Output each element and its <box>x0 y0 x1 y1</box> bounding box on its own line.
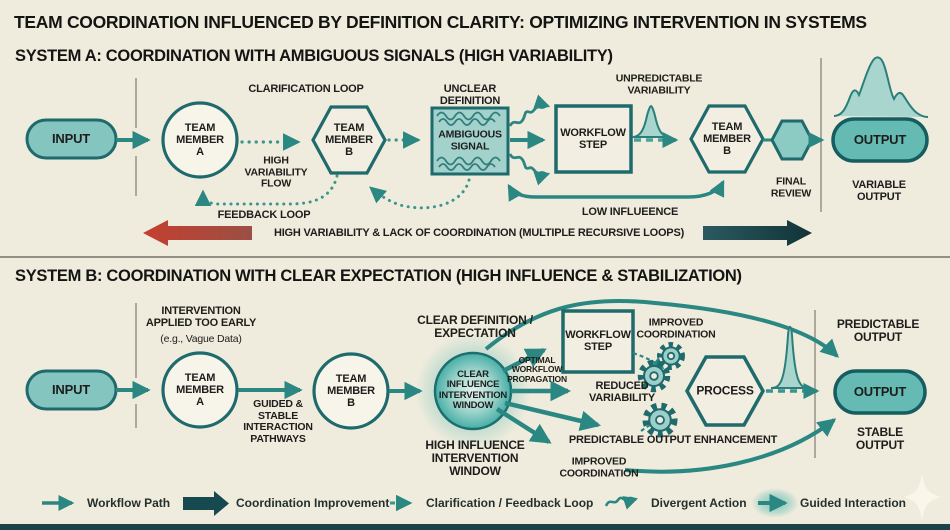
intervention-window-label: CLEAR INFLUENCE INTERVENTION WINDOW <box>438 369 508 412</box>
legend-coordination-improvement: Coordination Improvement <box>236 496 390 510</box>
optimal-propagation-arrow <box>501 347 547 374</box>
high-influence-label: HIGH INFLUENCE INTERVENTION WINDOW <box>425 438 525 479</box>
legend-divergent-action: Divergent Action <box>651 496 747 510</box>
intervention-early-note: (e.g., Vague Data) <box>160 333 242 346</box>
legend-clarification-feedback: Clarification / Feedback Loop <box>426 496 594 510</box>
feedback-loop-dotted-arc2 <box>369 178 471 210</box>
team-member-b2-label: TEAM MEMBER B <box>703 120 751 158</box>
process-label: PROCESS <box>696 383 754 398</box>
gear-icon <box>637 359 671 393</box>
unpredictable-variability-label: UNPREDICTABLE VARIABILITY <box>615 72 703 96</box>
output-node-b-shape <box>833 369 927 415</box>
input-node-a-label: INPUT <box>51 130 91 146</box>
final-review-label: FINAL REVIEW <box>770 175 812 199</box>
sparkle-decoration <box>904 474 941 520</box>
stable-output-label: STABLE OUTPUT <box>855 424 905 452</box>
divergent-wavy-arrow-down <box>508 153 551 186</box>
coordination-improvement-arrow-icon <box>183 491 229 516</box>
coordination-right-arrow <box>703 220 812 246</box>
team-member-a-shape <box>161 101 239 179</box>
improved-coordination-bottom-label: IMPROVED COORDINATION <box>559 455 639 479</box>
low-influence-label: LOW INFLUEENCE <box>581 205 679 218</box>
predictable-enhancement-label: PREDICTABLE OUTPUT ENHANCEMENT <box>568 433 778 446</box>
output-node-a-label: OUTPUT <box>853 131 907 147</box>
legend-graphics <box>42 488 799 518</box>
team-member-b-shape <box>311 105 387 175</box>
ambiguous-signal-label: AMBIGUOUS SIGNAL <box>438 128 502 152</box>
feedback-loop-label: FEEDBACK LOOP <box>217 208 311 221</box>
clear-definition-label: CLEAR DEFINITION / EXPECTATION <box>417 312 533 340</box>
team-member-a-b-label: TEAM MEMBER A <box>176 371 224 409</box>
team-member-b-b-label: TEAM MEMBER B <box>327 372 375 410</box>
clarification-loop-label: CLARIFICATION LOOP <box>248 82 364 95</box>
unclear-definition-label: UNCLEAR DEFINITION <box>439 82 501 107</box>
high-variability-banner-label: HIGH VARIABILITY & LACK OF COORDINATION … <box>273 226 685 239</box>
divergent-wavy-arrow-up <box>508 94 551 127</box>
system-a-graphics <box>25 56 929 246</box>
improved-coordination-top-label: IMPROVED COORDINATION <box>636 316 716 340</box>
ambiguous-signal-shape <box>430 106 510 176</box>
workflow-step-a-label: WORKFLOW STEP <box>560 126 626 151</box>
system-b-graphics <box>25 298 927 474</box>
bottom-curve-to-output <box>624 418 837 474</box>
bottom-border-strip <box>0 524 950 530</box>
reduced-variability-label: REDUCED VARIABILITY <box>588 379 656 404</box>
final-review-shape <box>770 119 814 161</box>
workflow-step-b-shape <box>561 309 635 374</box>
low-influence-arrow <box>507 179 725 202</box>
top-curve-to-output <box>484 298 839 358</box>
intervention-early-label: INTERVENTION APPLIED TOO EARLY <box>145 304 257 329</box>
legend-workflow-path: Workflow Path <box>87 496 171 510</box>
team-member-b-b-shape <box>312 352 390 430</box>
variability-bell-curve <box>631 104 671 138</box>
page-title: TEAM COORDINATION INFLUENCED BY DEFINITI… <box>14 12 867 32</box>
team-member-a-b-shape <box>161 351 239 429</box>
high-variability-left-arrow <box>143 220 252 246</box>
gear-icon <box>642 402 678 438</box>
input-node-b-label: INPUT <box>51 381 91 397</box>
variable-output-label: VARIABLE OUTPUT <box>852 178 906 203</box>
output-node-b-label: OUTPUT <box>853 383 907 399</box>
divergent-action-wavy-arrow-icon <box>604 496 639 510</box>
guided-pathways-label: GUIDED & STABLE INTERACTION PATHWAYS <box>243 397 313 445</box>
high-variability-flow-label: HIGH VARIABILITY FLOW <box>244 154 308 190</box>
workflow-step-a-shape <box>554 104 633 174</box>
workflow-step-b-label: WORKFLOW STEP <box>565 328 631 353</box>
predictable-output-label: PREDICTABLE OUTPUT <box>836 316 920 344</box>
system-b-heading: SYSTEM B: COORDINATION WITH CLEAR EXPECT… <box>15 267 742 285</box>
predictable-enhancement-arrow <box>504 400 602 432</box>
legend-guided-interaction: Guided Interaction <box>800 496 907 510</box>
improved-coordination-arrow <box>495 407 552 444</box>
output-node-a-shape <box>831 117 929 163</box>
gear-icon <box>657 342 685 370</box>
feedback-loop-dotted-arc <box>194 174 339 207</box>
process-shape <box>684 355 766 427</box>
system-a-heading: SYSTEM A: COORDINATION WITH AMBIGUOUS SI… <box>15 47 613 65</box>
variable-output-distribution <box>833 56 929 118</box>
team-member-a-label: TEAM MEMBER A <box>176 121 224 159</box>
team-member-b-label: TEAM MEMBER B <box>325 121 373 159</box>
optimal-propagation-label: OPTIMAL WORKFLOW PROPAGATION <box>507 354 567 384</box>
stable-spike-distribution <box>770 325 810 389</box>
